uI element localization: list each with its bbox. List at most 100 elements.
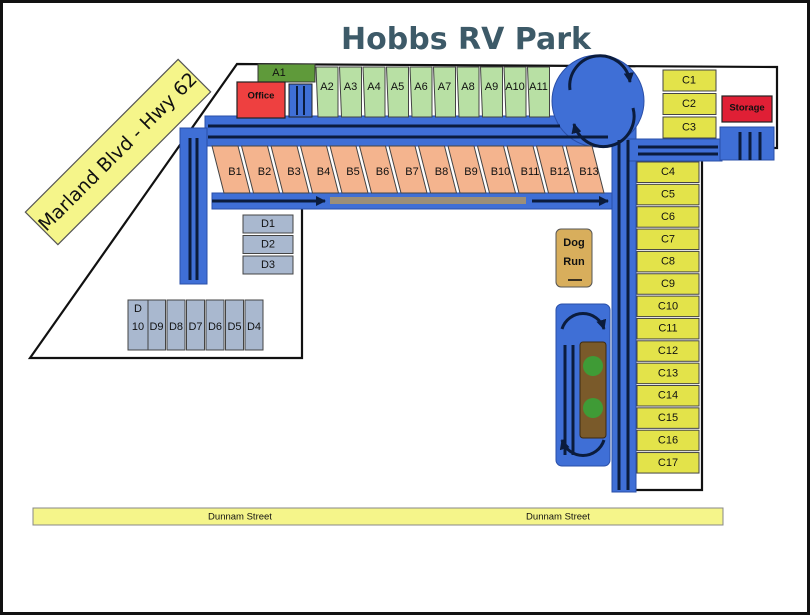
- site-label: C10: [658, 300, 678, 312]
- storage-building[interactable]: [721, 95, 773, 123]
- site-label: B1: [228, 166, 241, 178]
- site-label: B6: [376, 166, 389, 178]
- gravel-strip: [330, 197, 526, 204]
- office-building[interactable]: [236, 81, 286, 119]
- site-label: D6: [208, 321, 222, 333]
- site-c6[interactable]: [636, 206, 700, 228]
- site-label: C11: [658, 323, 677, 335]
- site-c8[interactable]: [636, 250, 700, 273]
- site-b10[interactable]: [476, 145, 517, 194]
- site-c15[interactable]: [636, 407, 700, 429]
- site-label: C15: [658, 412, 678, 424]
- site-b12[interactable]: [535, 145, 576, 194]
- dog-run-label: Dog: [563, 237, 584, 249]
- site-c16[interactable]: [636, 429, 700, 452]
- site-a5[interactable]: [385, 66, 409, 118]
- site-label: B12: [550, 166, 570, 178]
- site-a6[interactable]: [409, 66, 433, 118]
- site-b2[interactable]: [240, 145, 281, 194]
- site-c10[interactable]: [636, 295, 700, 318]
- site-c11[interactable]: [636, 317, 700, 340]
- site-label: B10: [491, 166, 511, 178]
- site-b11[interactable]: [506, 145, 546, 194]
- road-markings: [188, 54, 762, 490]
- site-label: C3: [682, 122, 696, 134]
- site-b5[interactable]: [329, 145, 369, 194]
- site-d2[interactable]: [242, 235, 294, 254]
- site-c3[interactable]: [662, 116, 717, 139]
- site-d8[interactable]: [166, 299, 186, 351]
- site-c12[interactable]: [636, 340, 700, 362]
- site-c14[interactable]: [636, 385, 700, 407]
- d10-site[interactable]: [127, 299, 149, 351]
- site-d3[interactable]: [242, 255, 294, 275]
- site-c7[interactable]: [636, 228, 700, 251]
- site-label: B2: [258, 166, 271, 178]
- site-label: D5: [227, 321, 241, 333]
- site-b1[interactable]: [211, 145, 251, 194]
- site-b3[interactable]: [270, 145, 310, 194]
- site-b7[interactable]: [388, 145, 428, 194]
- site-label: A9: [485, 81, 498, 93]
- site-c17[interactable]: [636, 452, 700, 474]
- site-label: A7: [438, 81, 451, 93]
- site-a2[interactable]: [315, 66, 339, 118]
- c-sites: C1C2C3C4C5C6C7C8C9C10C11C12C13C14C15C16C…: [636, 69, 717, 474]
- site-label: A5: [391, 81, 404, 93]
- site-label: A6: [414, 81, 427, 93]
- site-label: A8: [461, 81, 474, 93]
- dog-run[interactable]: [555, 228, 593, 288]
- site-c9[interactable]: [636, 273, 700, 295]
- site-a4[interactable]: [362, 66, 386, 118]
- a1-site[interactable]: [257, 63, 316, 83]
- site-a8[interactable]: [456, 66, 480, 118]
- road-top: [204, 115, 618, 147]
- site-label: C4: [661, 166, 675, 178]
- site-d1[interactable]: [242, 214, 294, 234]
- site-a10[interactable]: [503, 66, 527, 118]
- site-d5[interactable]: [225, 299, 244, 351]
- site-a7[interactable]: [432, 66, 456, 118]
- page-title: Hobbs RV Park: [341, 22, 592, 57]
- road-left: [179, 127, 208, 285]
- road-right: [611, 95, 637, 493]
- site-label: D2: [261, 239, 275, 251]
- site-c13[interactable]: [636, 362, 700, 385]
- site-label: B3: [287, 166, 300, 178]
- tree-icon: [583, 398, 603, 418]
- site-c1[interactable]: [662, 69, 717, 92]
- site-label: B11: [521, 166, 540, 178]
- site-c4[interactable]: [636, 161, 700, 183]
- site-a3[interactable]: [338, 66, 362, 118]
- site-d7[interactable]: [186, 299, 205, 351]
- site-b13[interactable]: [565, 145, 605, 194]
- site-label: C7: [661, 233, 675, 245]
- dunnam-street: [32, 507, 724, 526]
- site-a9[interactable]: [479, 66, 503, 118]
- tree-icon: [583, 356, 603, 376]
- site-label: A10: [505, 81, 525, 93]
- site-d4[interactable]: [244, 299, 264, 351]
- site-label: D9: [149, 321, 163, 333]
- dog-run-label: Run: [563, 256, 585, 268]
- d10-label: 10: [132, 321, 144, 333]
- site-label: B13: [579, 166, 599, 178]
- office-label: Office: [248, 91, 275, 102]
- site-label: C1: [682, 75, 696, 87]
- site-c5[interactable]: [636, 183, 700, 206]
- site-label: D3: [261, 259, 275, 271]
- site-label: A3: [344, 81, 357, 93]
- site-b8[interactable]: [417, 145, 458, 194]
- site-label: C12: [658, 345, 678, 357]
- site-b6[interactable]: [358, 145, 399, 194]
- site-label: C17: [658, 457, 678, 469]
- site-label: B5: [346, 166, 359, 178]
- site-a11[interactable]: [526, 66, 550, 118]
- site-label: C5: [661, 189, 675, 201]
- site-label: B9: [464, 166, 477, 178]
- site-c2[interactable]: [662, 93, 717, 115]
- site-label: A2: [320, 81, 333, 93]
- site-b4[interactable]: [299, 145, 340, 194]
- site-d6[interactable]: [205, 299, 225, 351]
- site-b9[interactable]: [447, 145, 487, 194]
